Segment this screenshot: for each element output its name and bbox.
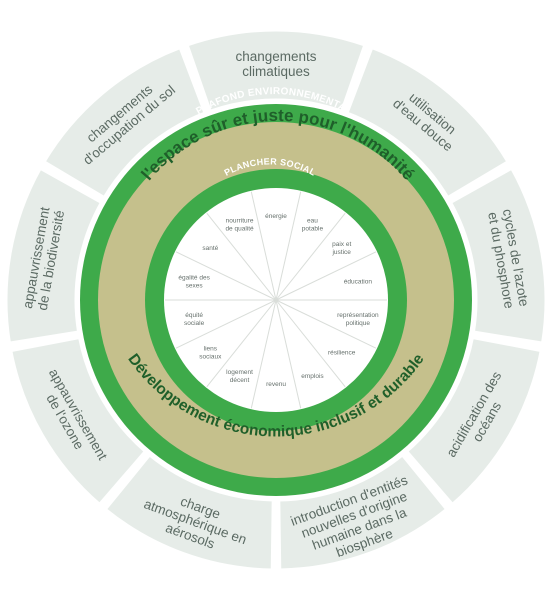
social-label-line: résilience <box>328 350 356 357</box>
social-label-line: égalité des <box>178 275 210 282</box>
social-label-line: équité <box>185 312 203 319</box>
boundary-segment <box>4 166 104 345</box>
sector-spoke <box>206 212 277 301</box>
social-label-line: nourriture <box>226 218 254 225</box>
social-label-line: sociale <box>184 320 205 327</box>
social-label-line: énergie <box>265 213 287 220</box>
boundary-segment <box>404 335 543 507</box>
boundary-segment <box>277 452 449 572</box>
sector-spoke <box>275 212 346 301</box>
social-label-line: eau <box>307 218 318 225</box>
social-label-line: décent <box>230 377 250 384</box>
social-label-line: paix et <box>332 241 351 248</box>
social-label: énergie <box>265 213 287 220</box>
boundary-segment <box>9 335 148 507</box>
sector-spoke <box>275 299 377 349</box>
boundary-segment <box>448 166 548 345</box>
boundary-label-line: changements <box>235 49 316 64</box>
boundary-segment <box>345 45 510 200</box>
sector-spoke <box>175 251 277 301</box>
social-label: santé <box>202 245 218 252</box>
social-label-line: de qualité <box>225 226 254 233</box>
boundary-segment <box>185 28 367 114</box>
sector-spoke <box>250 191 277 301</box>
social-label-line: éducation <box>344 279 373 286</box>
social-label-line: représentation <box>337 312 379 319</box>
sector-spoke <box>250 299 277 409</box>
social-spokes <box>165 191 387 409</box>
social-label-line: justice <box>331 249 351 256</box>
social-label-line: logement <box>226 369 253 376</box>
sector-spoke <box>275 299 346 388</box>
social-label: résilience <box>328 350 356 357</box>
boundary-label-line: climatiques <box>242 64 310 79</box>
sector-spoke <box>275 299 302 409</box>
sector-spoke <box>206 299 277 388</box>
social-label-line: revenu <box>266 381 286 388</box>
social-label-line: santé <box>202 245 218 252</box>
boundary-segment <box>42 45 207 200</box>
social-label: revenu <box>266 381 286 388</box>
boundary-segment <box>103 452 275 572</box>
social-label-line: liens <box>204 346 218 353</box>
sector-spoke <box>275 191 302 301</box>
sector-spoke <box>175 299 277 349</box>
social-label-line: politique <box>346 320 371 327</box>
social-label: éducation <box>344 279 373 286</box>
social-label-line: sociaux <box>199 354 222 361</box>
social-label-line: sexes <box>186 283 204 290</box>
social-label: emplois <box>301 373 324 380</box>
sector-spoke <box>275 251 377 301</box>
social-label-line: emplois <box>301 373 324 380</box>
social-label-line: potable <box>302 226 324 233</box>
